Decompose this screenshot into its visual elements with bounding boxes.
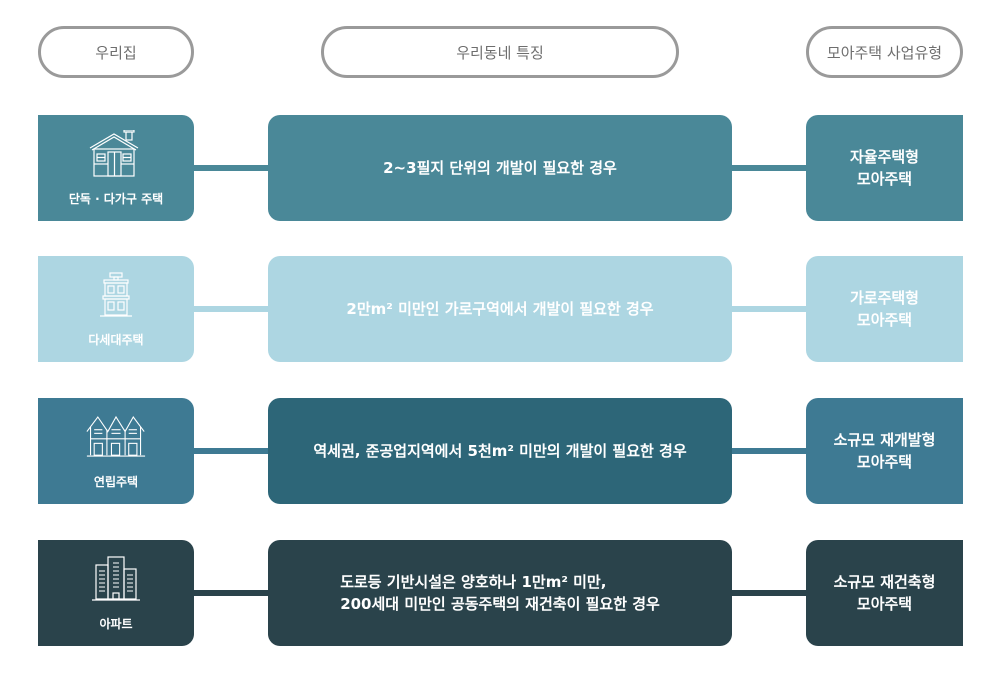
project-type-box: 소규모 재건축형 모아주택 xyxy=(806,540,963,646)
header-our-home: 우리집 xyxy=(38,26,194,78)
row-row-house: 연립주택 역세권, 준공업지역에서 5천m² 미만의 개발이 필요한 경우 소규… xyxy=(0,398,1000,504)
feature-box: 2만m² 미만인 가로구역에서 개발이 필요한 경우 xyxy=(268,256,732,362)
header-neighborhood-features: 우리동네 특징 xyxy=(321,26,679,78)
feature-text-line1: 도로등 기반시설은 양호하나 1만m² 미만, xyxy=(340,573,607,591)
housing-type-label: 다세대주택 xyxy=(88,332,144,347)
feature-text: 2~3필지 단위의 개발이 필요한 경우 xyxy=(383,159,617,177)
feature-text: 역세권, 준공업지역에서 5천m² 미만의 개발이 필요한 경우 xyxy=(313,442,687,460)
row-multi-family-house: 다세대주택 2만m² 미만인 가로구역에서 개발이 필요한 경우 가로주택형 모… xyxy=(0,256,1000,362)
project-type-line2: 모아주택 xyxy=(856,453,913,471)
housing-type-label: 단독 · 다가구 주택 xyxy=(68,191,164,206)
feature-box: 역세권, 준공업지역에서 5천m² 미만의 개발이 필요한 경우 xyxy=(268,398,732,504)
row-detached-house: 단독 · 다가구 주택 2~3필지 단위의 개발이 필요한 경우 자율주택형 모… xyxy=(0,115,1000,221)
housing-type-box: 아파트 xyxy=(38,540,194,646)
feature-box: 2~3필지 단위의 개발이 필요한 경우 xyxy=(268,115,732,221)
feature-text-line2: 200세대 미만인 공동주택의 재건축이 필요한 경우 xyxy=(340,595,660,613)
apartment-icon xyxy=(92,555,140,601)
header-moa-housing-type: 모아주택 사업유형 xyxy=(806,26,963,78)
feature-text: 2만m² 미만인 가로구역에서 개발이 필요한 경우 xyxy=(346,300,654,318)
housing-type-label: 연립주택 xyxy=(93,474,139,489)
project-type-line2: 모아주택 xyxy=(856,311,913,329)
housing-type-box: 단독 · 다가구 주택 xyxy=(38,115,194,221)
housing-type-box: 연립주택 xyxy=(38,398,194,504)
feature-box: 도로등 기반시설은 양호하나 1만m² 미만, 200세대 미만인 공동주택의 … xyxy=(268,540,732,646)
row-house-icon xyxy=(86,415,146,457)
housing-type-box: 다세대주택 xyxy=(38,256,194,362)
project-type-box: 소규모 재개발형 모아주택 xyxy=(806,398,963,504)
project-type-box: 가로주택형 모아주택 xyxy=(806,256,963,362)
project-type-box: 자율주택형 모아주택 xyxy=(806,115,963,221)
project-type-line1: 가로주택형 xyxy=(849,289,919,307)
row-apartment: 아파트 도로등 기반시설은 양호하나 1만m² 미만, 200세대 미만인 공동… xyxy=(0,540,1000,646)
multi-family-building-icon xyxy=(100,271,132,317)
project-type-line1: 자율주택형 xyxy=(849,148,919,166)
project-type-line1: 소규모 재개발형 xyxy=(833,431,936,449)
project-type-line1: 소규모 재건축형 xyxy=(833,573,936,591)
house-icon xyxy=(89,129,139,177)
project-type-line2: 모아주택 xyxy=(856,170,913,188)
project-type-line2: 모아주택 xyxy=(856,595,913,613)
housing-type-label: 아파트 xyxy=(99,616,133,631)
